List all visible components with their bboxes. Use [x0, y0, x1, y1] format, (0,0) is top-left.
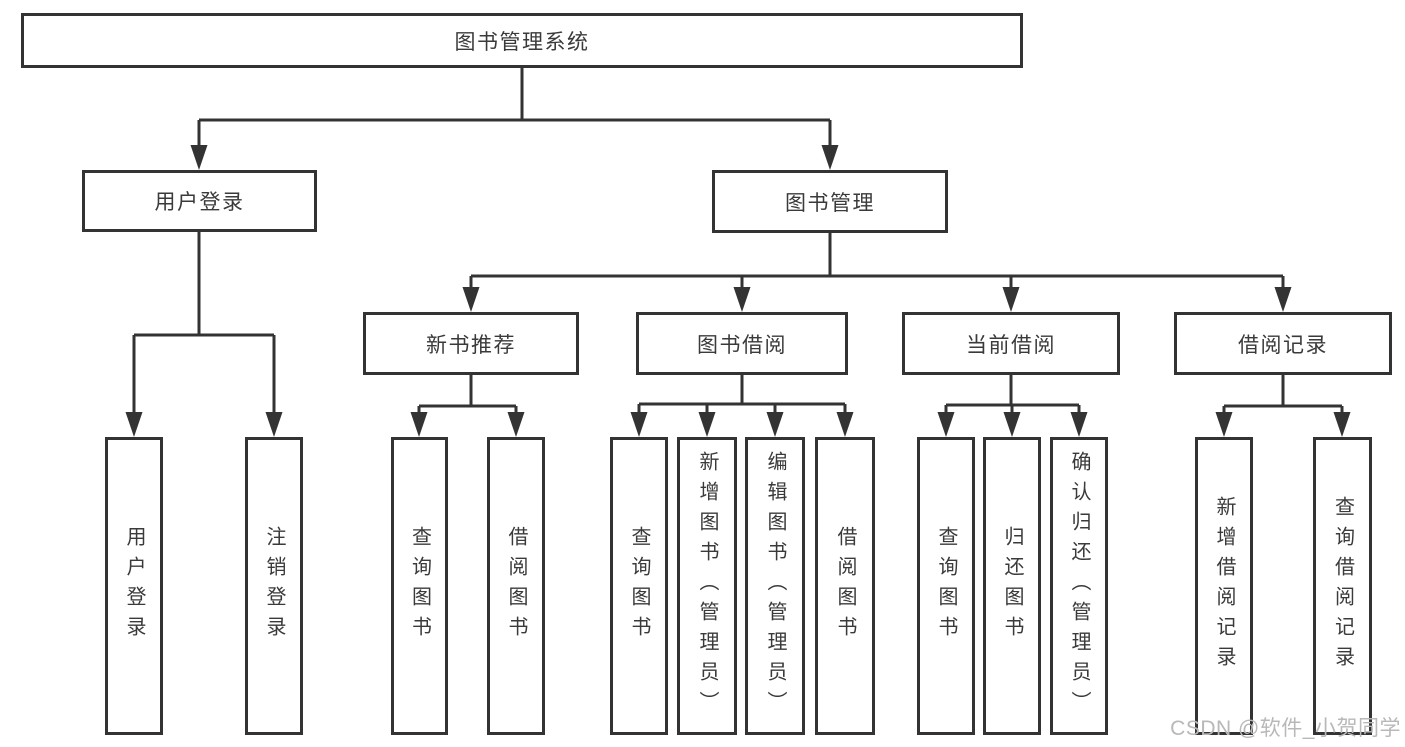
node-book-management: 图书管理 [712, 170, 948, 233]
connector-new-book-recommend-to-children [410, 375, 525, 437]
arrowhead [733, 287, 751, 312]
leaf-add-borrow-record: 新增借阅记录 [1195, 437, 1253, 735]
leaf-add-book-admin: 新增图书（管理员） [677, 437, 737, 735]
arrowhead [1333, 412, 1351, 437]
arrowhead [462, 287, 480, 312]
leaf-confirm-return-admin: 确认归还（管理员） [1050, 437, 1108, 735]
connector-borrow-records-to-children [1215, 375, 1351, 437]
node-user-login-branch: 用户登录 [82, 170, 317, 232]
leaf-user-login: 用户登录 [105, 437, 163, 735]
arrowhead [507, 412, 525, 437]
leaf-return-books: 归还图书 [983, 437, 1041, 735]
node-borrow-records: 借阅记录 [1174, 312, 1392, 375]
arrowhead [766, 412, 784, 437]
leaf-edit-book-admin: 编辑图书（管理员） [745, 437, 805, 735]
leaf-borrow-books: 借阅图书 [815, 437, 875, 735]
connector-user-login-to-children [125, 232, 283, 437]
arrowhead [1003, 412, 1021, 437]
leaf-query-books-recommend: 查询图书 [391, 437, 448, 735]
leaf-logout: 注销登录 [245, 437, 303, 735]
arrowhead [1215, 412, 1233, 437]
connector-book-borrow-to-children [630, 375, 854, 437]
arrowhead [1002, 287, 1020, 312]
node-current-borrow: 当前借阅 [902, 312, 1120, 375]
arrowhead [937, 412, 955, 437]
node-library-system: 图书管理系统 [21, 13, 1023, 68]
arrowhead [630, 412, 648, 437]
leaf-query-borrow-record: 查询借阅记录 [1313, 437, 1372, 735]
connector-root-to-level2 [190, 68, 839, 170]
arrowhead [1274, 287, 1292, 312]
watermark-text: CSDN @软件_小贺同学 [1170, 717, 1401, 740]
arrowhead [821, 145, 839, 170]
arrowhead [698, 412, 716, 437]
leaf-query-books-current: 查询图书 [917, 437, 975, 735]
connector-book-management-to-sections [462, 233, 1292, 312]
connector-current-borrow-to-children [937, 375, 1088, 437]
arrowhead [265, 412, 283, 437]
arrowhead [410, 412, 428, 437]
node-new-book-recommend: 新书推荐 [363, 312, 579, 375]
arrowhead [190, 145, 208, 170]
leaf-borrow-books-recommend: 借阅图书 [487, 437, 545, 735]
arrowhead [125, 412, 143, 437]
leaf-query-books-borrow: 查询图书 [610, 437, 668, 735]
node-book-borrow: 图书借阅 [636, 312, 848, 375]
arrowhead [1070, 412, 1088, 437]
arrowhead [836, 412, 854, 437]
